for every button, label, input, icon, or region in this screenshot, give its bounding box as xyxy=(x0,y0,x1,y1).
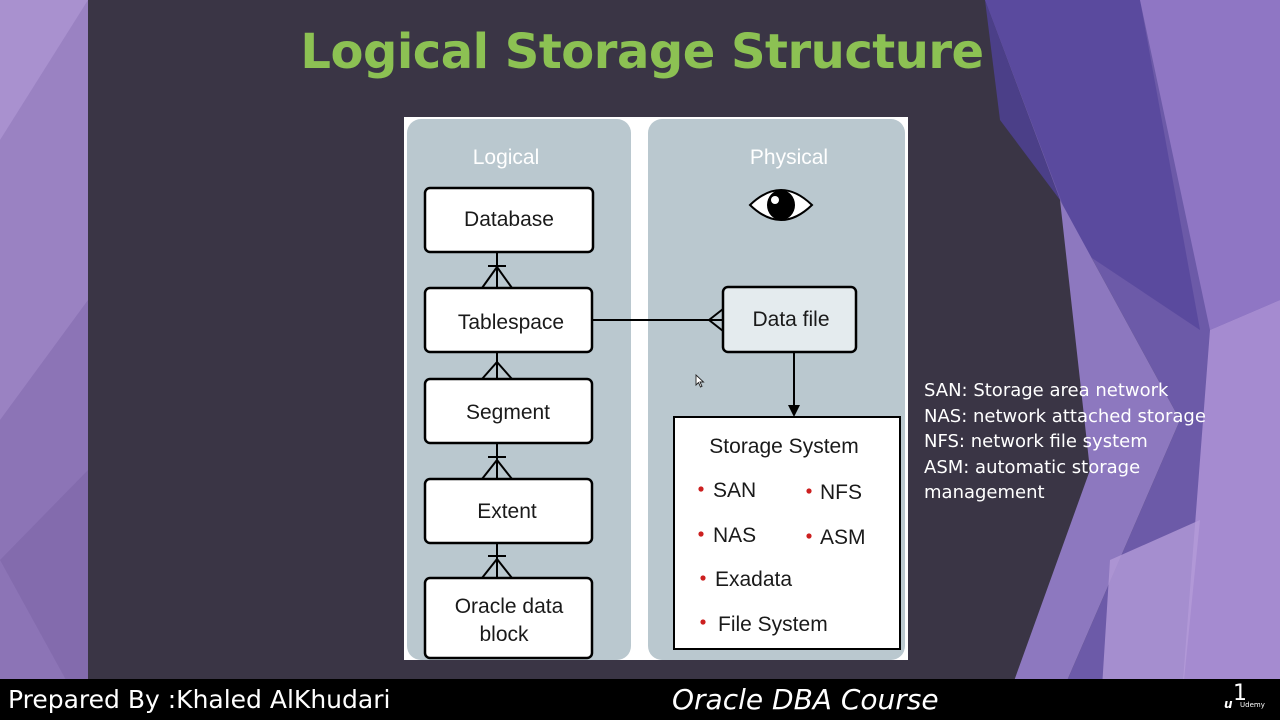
oracle-data-block-label-line1: Oracle data xyxy=(455,595,564,618)
tablespace-datafile-connector xyxy=(592,308,724,332)
tablespace-label: Tablespace xyxy=(458,311,564,334)
crowfoot-connector xyxy=(481,543,513,579)
crowfoot-connector xyxy=(481,253,513,289)
prepared-by-text: Prepared By :Khaled AlKhudari xyxy=(8,685,391,714)
database-label: Database xyxy=(464,208,554,231)
storage-bullets xyxy=(698,486,812,625)
tablespace-box xyxy=(423,286,594,354)
udemy-watermark: Udemy xyxy=(1240,701,1265,709)
storage-item-nfs: NFS xyxy=(820,481,862,504)
abbreviation-nas: NAS: network attached storage xyxy=(924,405,1206,427)
crowfoot-connector xyxy=(481,353,513,380)
abbreviation-asm: ASM: automatic storage management xyxy=(924,456,1141,504)
logical-header: Logical xyxy=(473,146,540,169)
oracle-data-block-box xyxy=(423,576,594,660)
abbreviation-san: SAN: Storage area network xyxy=(924,380,1169,401)
physical-header: Physical xyxy=(750,146,828,169)
storage-system-title: Storage System xyxy=(709,435,858,458)
oracle-data-block-label-line2: block xyxy=(479,623,529,646)
storage-item-asm: ASM xyxy=(820,526,866,549)
slide-title: Logical Storage Structure xyxy=(300,24,984,80)
storage-item-file-system: File System xyxy=(718,613,828,636)
storage-system-box xyxy=(673,416,901,650)
abbreviation-nfs: NFS: network file system xyxy=(924,431,1148,453)
database-box xyxy=(423,186,595,254)
eye-icon xyxy=(748,189,814,221)
extent-label: Extent xyxy=(477,500,537,523)
mouse-cursor-icon xyxy=(695,374,705,388)
segment-box xyxy=(423,377,594,445)
storage-diagram: Logical Physical Database Tablespac xyxy=(404,117,908,660)
data-file-label: Data file xyxy=(752,308,829,331)
extent-box xyxy=(423,477,594,545)
page-number: 1 xyxy=(1233,681,1247,706)
abbreviation-list: SAN: Storage area network NAS: network a… xyxy=(924,378,1254,506)
crowfoot-connector xyxy=(481,444,513,480)
data-file-box xyxy=(721,285,858,354)
course-name: Oracle DBA Course xyxy=(672,683,939,716)
footer-bar: Prepared By :Khaled AlKhudari Oracle DBA… xyxy=(0,679,1280,720)
storage-item-san: SAN xyxy=(713,479,756,502)
udemy-logo-icon: u xyxy=(1224,697,1233,711)
segment-label: Segment xyxy=(466,401,550,424)
storage-item-exadata: Exadata xyxy=(715,568,792,591)
datafile-storage-arrow xyxy=(788,353,800,417)
storage-item-nas: NAS xyxy=(713,524,756,547)
